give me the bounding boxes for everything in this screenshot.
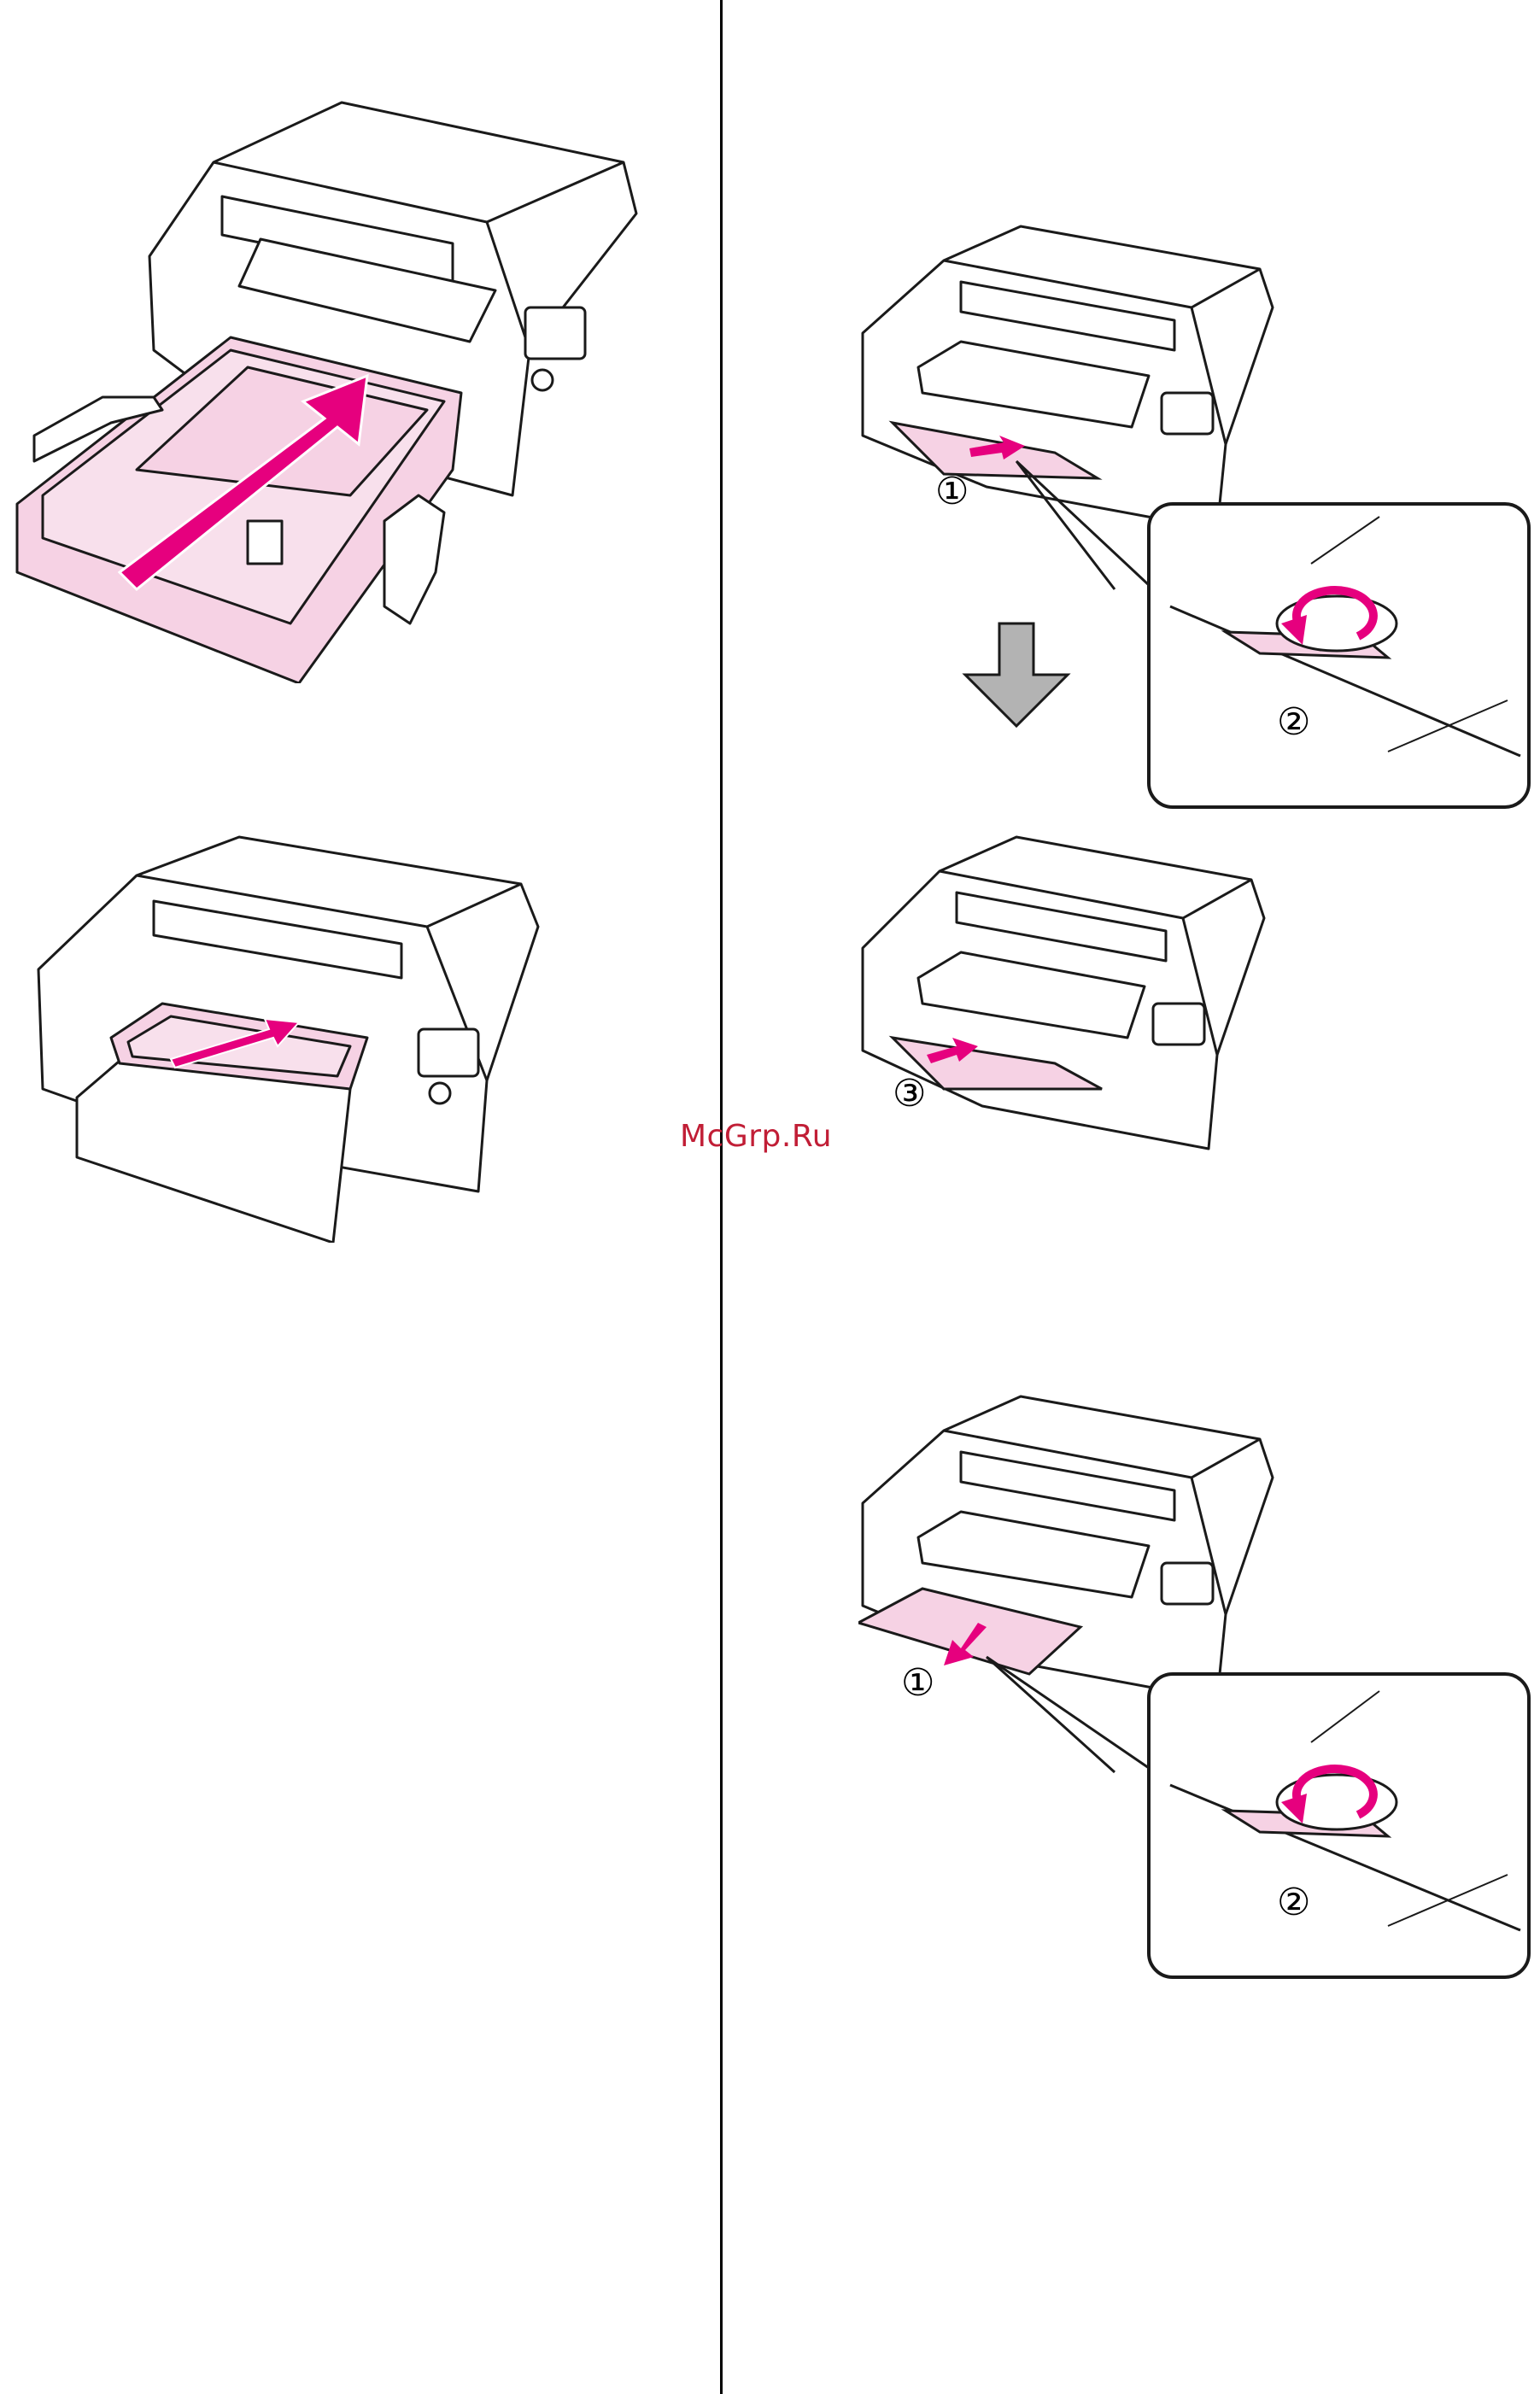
illustration-pull-tray: ① ② <box>858 222 1537 820</box>
illustration-push-tray: ③ <box>858 833 1303 1162</box>
illustration-pull-extension: ① ② <box>858 1392 1537 2003</box>
printer-cassette-drawing <box>9 94 692 683</box>
column-divider <box>720 0 723 2394</box>
printer-extension-drawing: ① ② <box>858 1392 1537 2003</box>
illustration-cassette-inserted <box>26 833 572 1243</box>
callout-step-2: ② <box>1277 700 1310 744</box>
callout-step-2: ② <box>1277 1881 1310 1924</box>
printer-tray-drawing <box>26 833 572 1243</box>
watermark-text: McGrp.Ru <box>680 1119 832 1154</box>
callout-step-1: ① <box>901 1661 934 1705</box>
callout-step-3: ③ <box>893 1072 926 1115</box>
printer-pull-tray-drawing: ① ② <box>858 222 1537 820</box>
callout-step-1: ① <box>935 470 969 513</box>
illustration-insert-cassette <box>9 94 692 683</box>
printer-push-tray-drawing: ③ <box>858 833 1303 1162</box>
